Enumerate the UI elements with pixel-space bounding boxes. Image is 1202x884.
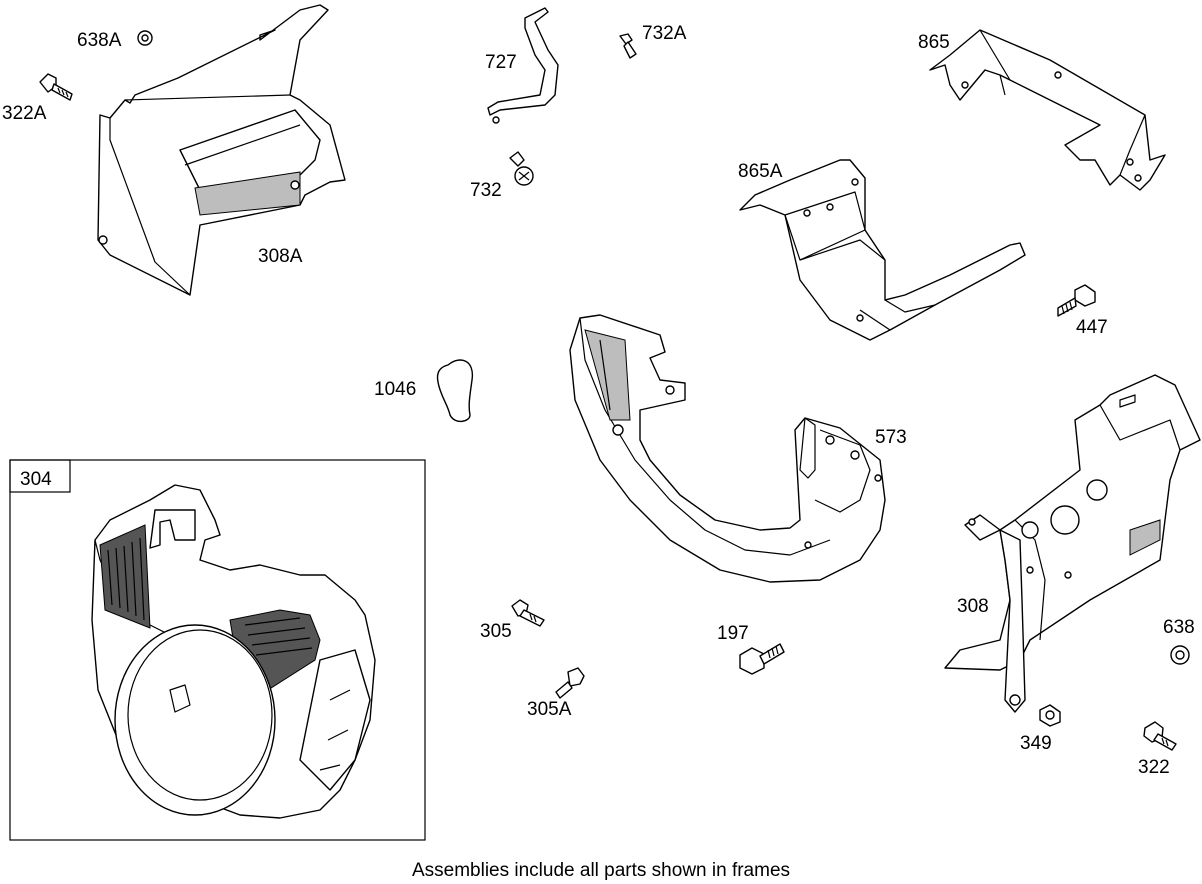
label-349: 349 — [1020, 733, 1052, 754]
label-638a: 638A — [77, 30, 122, 51]
nut-349 — [1039, 704, 1061, 727]
label-304: 304 — [20, 469, 52, 490]
label-308: 308 — [957, 596, 989, 617]
bracket-308 — [944, 374, 1201, 713]
bolt-305 — [511, 599, 545, 627]
washer-638 — [1170, 645, 1190, 665]
label-1046: 1046 — [374, 379, 416, 400]
bolt-322a — [39, 73, 73, 101]
bolt-197 — [739, 643, 785, 675]
label-447: 447 — [1076, 317, 1108, 338]
assembly-frame-304 — [9, 459, 426, 841]
screw-732 — [509, 151, 534, 186]
label-732: 732 — [470, 180, 502, 201]
label-305: 305 — [480, 621, 512, 642]
blower-housing-304 — [91, 484, 376, 819]
bolt-305a — [555, 667, 585, 699]
label-322a: 322A — [2, 103, 47, 124]
shield-573 — [569, 314, 886, 583]
bolt-322 — [1143, 721, 1177, 751]
label-322: 322 — [1138, 757, 1170, 778]
label-732a: 732A — [642, 23, 687, 44]
label-638: 638 — [1163, 617, 1195, 638]
footer-note: Assemblies include all parts shown in fr… — [412, 860, 790, 881]
label-308a: 308A — [258, 246, 303, 267]
shield-308a — [97, 4, 346, 296]
bracket-865a — [739, 159, 1026, 341]
label-197: 197 — [717, 623, 749, 644]
gasket-1046 — [436, 359, 474, 423]
label-573: 573 — [875, 427, 907, 448]
bracket-727 — [487, 7, 559, 124]
label-865a: 865A — [738, 161, 783, 182]
label-727: 727 — [485, 52, 517, 73]
bolt-447 — [1057, 284, 1096, 317]
bracket-865 — [929, 29, 1166, 191]
washer-638a — [137, 30, 153, 46]
label-865: 865 — [918, 32, 950, 53]
screw-732a — [619, 33, 637, 59]
label-305a: 305A — [527, 699, 572, 720]
